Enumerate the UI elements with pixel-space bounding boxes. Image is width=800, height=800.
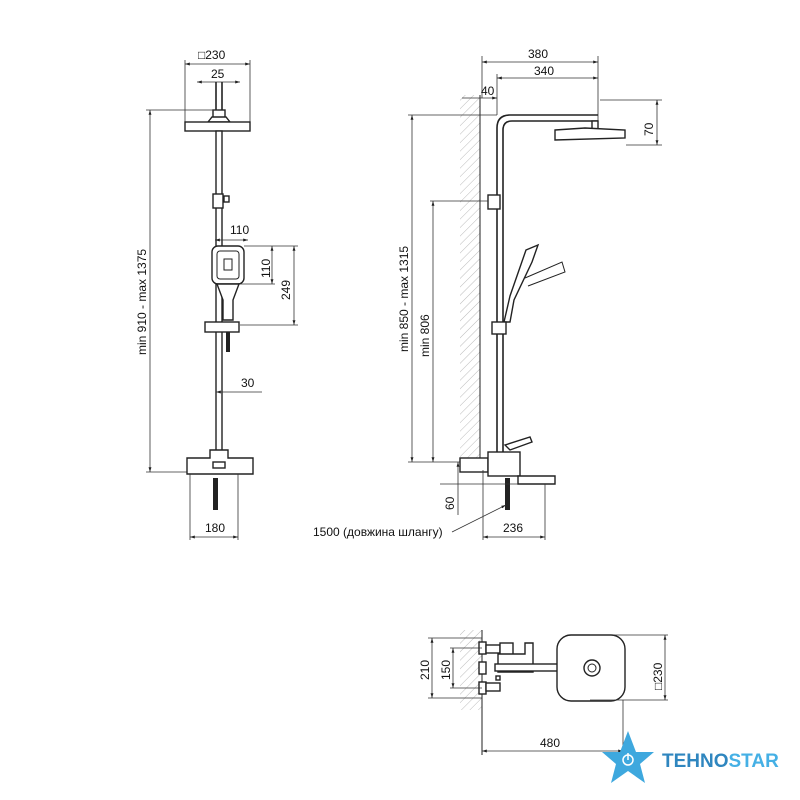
front-view: □230 25 110 110 249 30 min 910 - max 137… <box>135 48 298 540</box>
logo-text-b: STAR <box>729 751 780 772</box>
dim-top-head-size: □230 <box>651 662 665 690</box>
dim-handset-length: 249 <box>279 280 293 300</box>
dim-reach-arm: 340 <box>534 64 554 78</box>
logo-text-a: TEHNO <box>662 751 729 772</box>
top-view: 210 150 □230 480 <box>418 630 668 755</box>
hose-length-note: 1500 (довжина шлангу) <box>313 525 443 539</box>
dim-arm-diameter: 25 <box>211 67 225 81</box>
dim-reach-total: 380 <box>528 47 548 61</box>
dim-head-height: 70 <box>642 122 656 136</box>
dim-min-height: min 806 <box>418 314 432 357</box>
dim-reach: 480 <box>540 736 560 750</box>
dim-mixer-width: 180 <box>205 521 225 535</box>
dim-wall-offset: 40 <box>481 84 495 98</box>
dim-handset-head: 110 <box>259 259 273 278</box>
dim-spout-drop: 60 <box>443 496 457 510</box>
svg-text:TEHNOSTAR: TEHNOSTAR <box>662 751 779 772</box>
dim-outer-spacing: 210 <box>418 660 432 680</box>
dim-handset-width: 110 <box>230 223 249 237</box>
tehnostar-logo: TEHNOSTAR <box>602 731 779 783</box>
dim-side-height-range: min 850 - max 1315 <box>397 246 411 352</box>
dim-height-range: min 910 - max 1375 <box>135 249 149 355</box>
dim-inlet-spacing: 150 <box>439 660 453 680</box>
dim-mixer-depth: 236 <box>503 521 523 535</box>
dim-bar-offset: 30 <box>241 376 255 390</box>
dim-head-size: □230 <box>198 48 226 62</box>
side-view: 380 340 40 70 min 850 - max 1315 min 806… <box>313 47 662 540</box>
